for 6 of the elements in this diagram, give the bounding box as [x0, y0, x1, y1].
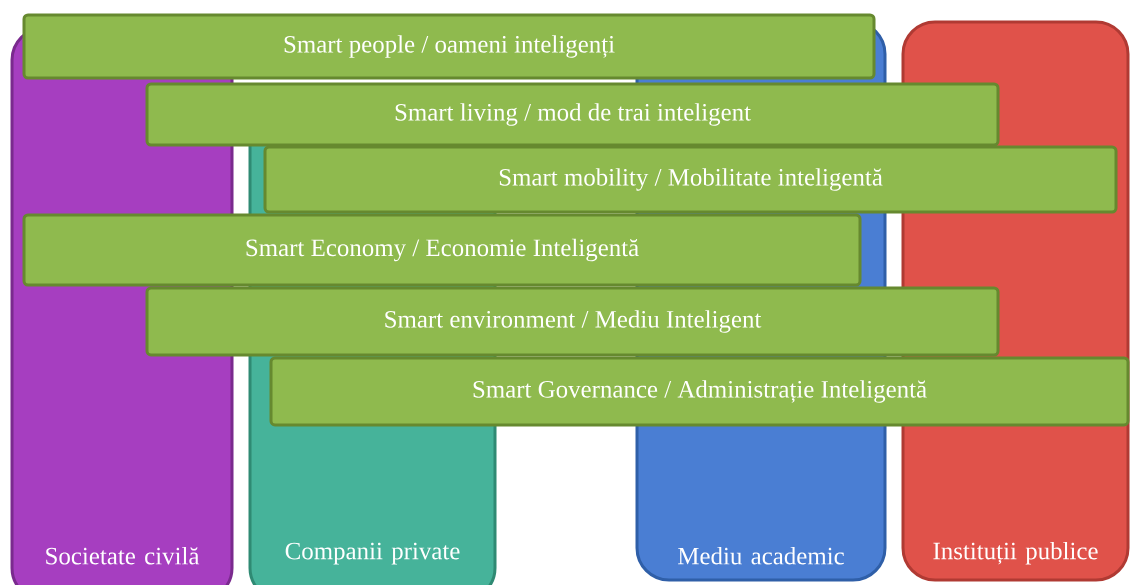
- domain-bar: Smart people / oameni inteligenți: [22, 13, 876, 80]
- domain-bar: Smart Economy / Economie Inteligentă: [22, 213, 862, 287]
- domain-bar: Smart Governance / Administrație Inteligentă: [269, 356, 1130, 427]
- domain-bar: Smart environment / Mediu Inteligent: [145, 286, 1000, 357]
- domain-bar: Smart living / mod de trai inteligent: [145, 82, 1000, 147]
- domain-bar: Smart mobility / Mobilitate inteligentă: [263, 145, 1118, 214]
